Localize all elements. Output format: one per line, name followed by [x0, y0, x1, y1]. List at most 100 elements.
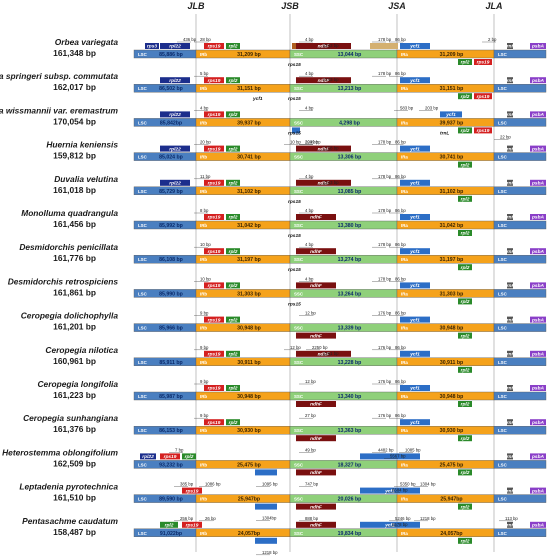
gene-label: rpl2	[229, 215, 238, 221]
gene-rps19	[204, 214, 224, 220]
gene-label: rpl2	[229, 249, 238, 255]
gene-label: ycf1	[445, 112, 456, 118]
ssc-region-label: SSC	[294, 223, 304, 228]
gene-rpl2	[226, 419, 240, 426]
gene-psba	[530, 350, 546, 357]
gene-label: rpl2	[461, 60, 470, 66]
lsc-region-label: LSC	[138, 120, 148, 125]
gene-rpl2	[458, 332, 472, 339]
irb-region-label: IRb	[200, 394, 207, 399]
irb-region-label: IRb	[200, 86, 207, 91]
gene-label: psbA	[531, 44, 545, 50]
lsc-region-end	[493, 49, 547, 59]
gene-label: psbA	[531, 283, 545, 289]
gene-tag: rps15	[288, 301, 301, 307]
lsc-region-end	[493, 460, 547, 469]
bp-annotation: 256 bp	[180, 516, 194, 521]
ira-region-length: 30,930 bp	[440, 428, 464, 434]
bp-annotation: 2258 bp	[323, 146, 339, 151]
gene-rpl2	[458, 127, 472, 134]
ssc-region-length: 13,264 bp	[338, 291, 362, 297]
genome-size: 161,348 bp	[53, 48, 96, 58]
gene-rps19	[204, 316, 224, 323]
ira-region-length: 31,151 bp	[440, 86, 464, 92]
irb-region-length: 31,209 bp	[237, 52, 261, 58]
gene-label: ycf1	[409, 249, 420, 255]
ssc-region-length: 13,044 bp	[338, 52, 362, 58]
ira-region-label: IRa	[401, 531, 408, 536]
lsc-region-end	[493, 220, 547, 230]
ssc-region-label: SSC	[294, 86, 304, 91]
gene-rpl2	[458, 298, 472, 305]
lsc-region-label: LSC	[138, 155, 148, 160]
gene-rps19	[204, 419, 224, 426]
ira-region-length: 30,741 bp	[440, 155, 464, 161]
species-name: Desmidorchis retrospiciens	[8, 276, 119, 286]
lsc-region-end	[493, 152, 547, 161]
gene-psba	[530, 248, 546, 255]
gene-psba	[530, 316, 546, 323]
gene-label: psbA	[531, 386, 545, 392]
gene-label: ndhF	[310, 504, 323, 510]
gene-label: rps19	[208, 283, 221, 289]
lsc-region-label: LSC	[138, 497, 148, 502]
gene-rpl2	[226, 214, 240, 220]
gene-ycf1	[400, 145, 430, 152]
gene-tag: rps15	[288, 233, 301, 239]
gene-label: psbA	[531, 112, 545, 118]
bp-annotation: 86 bp	[395, 174, 406, 179]
gene-label: rpl2	[229, 317, 238, 323]
species-name: Ceropegia dolichophylla	[21, 311, 119, 321]
lsc-region-end	[493, 289, 547, 298]
gene-label: rpl2	[461, 299, 470, 305]
lsc-region-end-label: LSC	[498, 257, 508, 262]
gene-ndhf	[296, 503, 336, 510]
gene-psba	[530, 214, 546, 220]
lsc-region-end	[493, 323, 547, 332]
lsc-region-end-label: LSC	[498, 531, 508, 536]
gene-ycf1_gene	[255, 469, 277, 476]
gene-trnh	[507, 43, 513, 49]
genome-size: 162,017 bp	[53, 82, 96, 92]
ira-region-length: 31,042 bp	[440, 223, 464, 229]
gene-ycf1	[400, 350, 430, 357]
gene-label: rpl2	[461, 470, 470, 476]
bp-annotation: 4 bp	[200, 105, 209, 110]
gene-rpl22	[140, 453, 156, 460]
ira-region-length: 30,948 bp	[440, 326, 464, 332]
genome-size: 161,510 bp	[53, 493, 96, 503]
irb-region-length: 30,911 bp	[237, 360, 260, 366]
bp-annotation: 747 bp	[305, 482, 319, 487]
gene-rps3	[145, 43, 159, 49]
ssc-region-length: 13,380 bp	[338, 223, 362, 229]
gene-ndhf	[296, 282, 336, 289]
ira-region-length: 39,937 bp	[440, 120, 464, 126]
gene-label: trnH	[505, 386, 515, 392]
gene-ndhf	[296, 214, 336, 220]
ssc-region-label: SSC	[294, 531, 304, 536]
gene-label: ndhF	[310, 402, 323, 408]
gene-ycf1_gene	[255, 503, 277, 510]
gene-ycf1_gene	[255, 537, 277, 544]
ira-region-length: 30,911 bp	[440, 360, 463, 366]
lsc-region-length: 85,024 bp	[159, 155, 183, 161]
junction-label-jsa: JSA	[388, 1, 406, 11]
gene-psba	[530, 521, 546, 528]
gene-label: ycf1	[409, 420, 420, 426]
gene-label: psbA	[531, 420, 545, 426]
irb-region-label: IRb	[200, 428, 207, 433]
gene-label: rps19	[186, 488, 199, 494]
gene-tag: rps15	[288, 96, 301, 102]
gene-label: ycf1	[409, 352, 420, 358]
gene-rpl2	[458, 503, 472, 510]
irb-region-length: 31,197 bp	[237, 257, 261, 263]
gene-label: ycf1	[409, 44, 420, 50]
bp-annotation: 178 bp	[378, 242, 392, 247]
bp-annotation: 86 bp	[395, 37, 406, 42]
gene-label: rpl2	[461, 539, 470, 545]
gene-label: rpl22	[169, 112, 181, 118]
